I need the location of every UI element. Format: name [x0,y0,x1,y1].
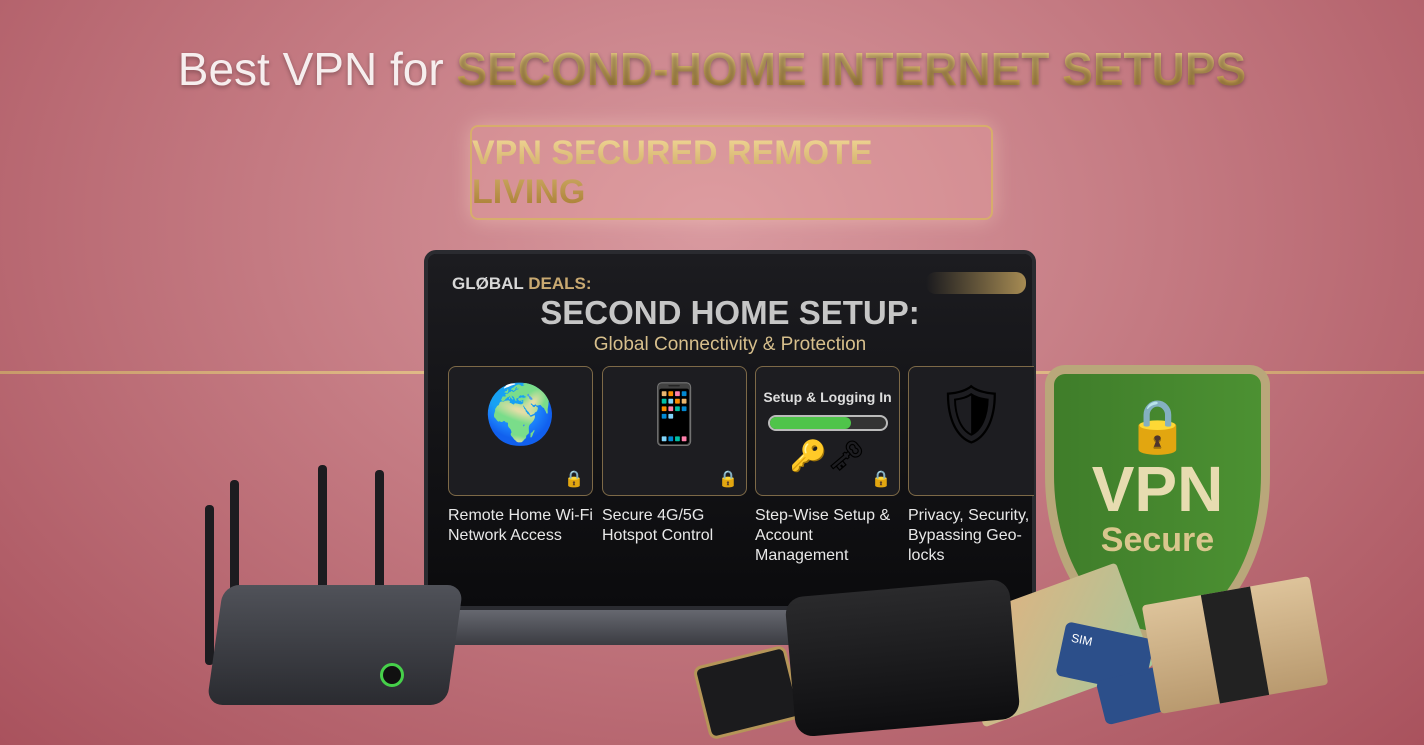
lock-icon: 🔒 [564,471,584,488]
screen-heading: SECOND HOME SETUP: [540,294,920,331]
router-antenna [318,465,327,595]
power-icon [380,663,404,687]
wifi-router [206,585,464,705]
headline: Best VPN for SECOND-HOME INTERNET SETUPS [0,42,1424,96]
luggage-tag [692,644,803,741]
sim-label: SIM [1069,630,1094,649]
screen-subheading: Global Connectivity & Protection [593,334,867,355]
wallet [784,578,1021,738]
laptop-screen: GLØBAL DEALS: SECOND HOME SETUP: Global … [428,254,1034,606]
laptop: GLØBAL DEALS: SECOND HOME SETUP: Global … [424,250,1036,610]
setup-title: Setup & Logging In [763,389,892,405]
router-antenna [205,505,214,665]
brand-logo: GLØBAL DEALS: [452,274,591,294]
router-antenna [230,480,239,610]
headline-highlight: SECOND-HOME INTERNET SETUPS [456,43,1247,95]
card-setup: Setup & Logging In 🔑🗝 🔒 [755,366,900,496]
shield-secure-text: Secure [1100,521,1215,559]
card-wifi: 🌍🔒 [448,366,593,496]
padlock-icon: 🔒 [1125,398,1190,456]
card-privacy: 🛡 [908,366,1034,496]
headline-plain: Best VPN for [177,43,457,95]
lock-icon: 🔒 [718,471,738,488]
progress-bar [768,415,888,431]
router-antenna [375,470,384,620]
light-streak [926,272,1026,294]
card-hotspot: 📱🔒 [602,366,747,496]
brand-a: GLØBAL [452,274,524,293]
shield-vpn-text: VPN [1091,453,1224,525]
subtitle-banner: VPN SECURED REMOTE LIVING [470,125,993,220]
progress-fill [770,417,852,429]
keys-icon: 🔑🗝 [789,440,866,473]
card-label: Remote Home Wi-Fi Network Access [448,507,593,544]
lock-icon: 🔒 [871,471,891,488]
database-shield-safe-icon: 🛡 [934,382,1009,447]
phone-sim-icon: 📱 [638,382,711,447]
subtitle-text: VPN SECURED REMOTE LIVING [472,134,991,212]
globe-houses-icon: 🌍 [484,382,557,447]
card-label: Secure 4G/5G Hotspot Control [602,507,714,544]
card-label: Step-Wise Setup & Account Management [755,507,891,564]
box-band [1200,586,1270,704]
card-label: Privacy, Security, Bypassing Geo-locks [908,507,1030,564]
brand-b: DEALS: [528,274,592,293]
